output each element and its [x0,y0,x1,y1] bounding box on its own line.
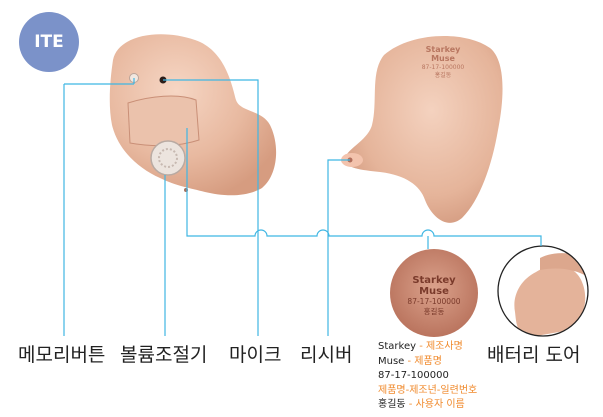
label-microphone: 마이크 [229,344,282,366]
leader-receiver [327,159,350,336]
volume-wheel-ridges [158,148,178,168]
shell-brand: Starkey [426,45,461,54]
legend-row: 87-17-100000 [378,369,477,384]
legend-row: Muse - 제품명 [378,355,477,370]
right-hearing-aid: Starkey Muse 87-17-100000 홍길동 [341,35,503,223]
shell-owner: 홍길동 [435,71,452,79]
battery-door-zoom [497,245,589,337]
legend-value: Starkey [378,341,417,352]
right-shell [344,35,503,223]
engraving-zoom-circle [390,249,478,337]
label-receiver: 리시버 [300,344,353,366]
leader-lines [63,78,542,336]
shell-serial: 87-17-100000 [422,64,465,71]
label-volume-control: 볼륨조절기 [120,344,208,366]
legend-value: 홍길동 [378,399,406,410]
leader-battery-door [186,128,542,246]
battery-door-detail [514,265,586,336]
leader-microphone [163,79,259,336]
legend-note: - 제조사명 [416,341,463,352]
leader-memory-button [63,78,135,336]
label-memory-button: 메모리버튼 [18,344,106,366]
zoom-brand: Starkey [412,275,456,286]
zoom-serial: 87-17-100000 [407,297,460,306]
left-hearing-aid [109,34,277,196]
volume-wheel [150,140,186,176]
zoom-model: Muse [419,286,449,297]
label-battery-door: 배터리 도어 [487,344,581,366]
battery-door-zoom-ring [497,245,589,337]
legend-value: 87-17-100000 [378,370,449,381]
legend-row: 홍길동 - 사용자 이름 [378,398,477,413]
zoom-owner: 홍길동 [424,306,445,316]
shell-model: Muse [431,54,455,63]
engraving-zoom: Starkey Muse 87-17-100000 홍길동 [390,249,478,337]
legend-note: - 사용자 이름 [405,399,465,410]
ite-badge-label: ITE [34,32,64,52]
ite-badge: ITE [19,12,79,72]
legend-value: Muse [378,355,405,367]
legend-value: 제품명-제조년-일련번호 [378,384,478,396]
legend-note: - 제품명 [404,355,442,367]
engraving-legend: Starkey - 제조사명 Muse - 제품명 87-17-100000 제… [378,340,477,413]
legend-row: Starkey - 제조사명 [378,340,477,355]
legend-row: 제품명-제조년-일련번호 [378,384,477,399]
battery-door-flap [127,95,200,147]
